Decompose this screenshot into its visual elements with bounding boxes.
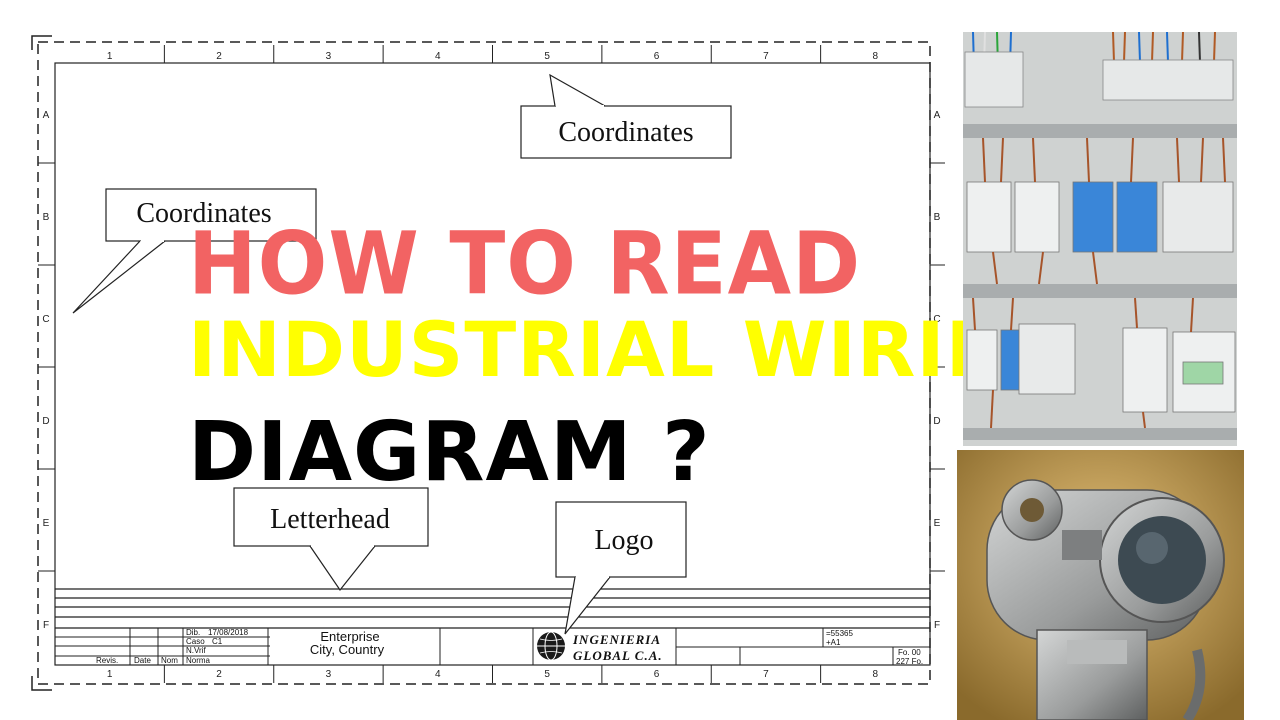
column-label-bottom: 4	[435, 669, 441, 680]
column-ticks-top: 1 2 3 4 5 6 7 8	[107, 45, 879, 63]
column-label-bottom: 6	[654, 669, 660, 680]
row-ticks-left: A B C D E F	[38, 110, 55, 631]
letterhead-lines	[55, 588, 930, 629]
callout-coordinates-top: Coordinates	[520, 73, 732, 159]
row-label-left: C	[42, 314, 49, 325]
column-ticks-bottom: 1 2 3 4 5 6 7 8	[107, 665, 879, 683]
row-label-right: C	[933, 314, 940, 325]
column-label-bottom: 8	[873, 669, 879, 680]
column-label-top: 8	[873, 51, 879, 62]
callout-logo: Logo	[555, 501, 687, 635]
col-revis: Revis.	[96, 656, 118, 665]
row-label-right: E	[934, 518, 941, 529]
callout-coordinates-left-label: Coordinates	[136, 198, 271, 229]
nvrif-label: N.Vrif	[186, 646, 206, 655]
title-block	[55, 628, 930, 665]
headline-line-2: INDUSTRIAL WIRING	[188, 305, 1074, 394]
column-label-top: 1	[107, 51, 113, 62]
callout-coordinates-top-label: Coordinates	[558, 117, 693, 148]
callout-logo-label: Logo	[594, 525, 653, 556]
column-label-bottom: 5	[544, 669, 550, 680]
row-label-right: B	[934, 212, 941, 223]
sheet-total: 227 Fo.	[896, 657, 923, 666]
transmitter-illustration	[957, 450, 1244, 720]
row-label-left: A	[43, 110, 50, 121]
col-norma: Norma	[186, 656, 211, 665]
headline-line-1: HOW TO READ	[188, 214, 862, 315]
dib-date: 17/08/2018	[208, 628, 249, 637]
corner-mark	[31, 676, 52, 691]
callout-letterhead: Letterhead	[233, 487, 429, 592]
row-ticks-right: A B C D E F	[930, 110, 945, 631]
caso-value: C1	[212, 637, 223, 646]
column-label-top: 7	[763, 51, 769, 62]
globe-logo-icon	[537, 631, 565, 661]
row-label-right: F	[934, 620, 940, 631]
row-label-left: D	[42, 416, 49, 427]
col-date: Date	[134, 656, 151, 665]
row-label-left: E	[43, 518, 50, 529]
col-nom: Nom	[161, 656, 178, 665]
column-label-top: 3	[326, 51, 332, 62]
callout-coordinates-left: Coordinates	[72, 188, 317, 314]
column-label-bottom: 1	[107, 669, 113, 680]
row-label-left: F	[43, 620, 49, 631]
column-label-top: 5	[544, 51, 550, 62]
column-label-bottom: 3	[326, 669, 332, 680]
caso-label: Caso	[186, 637, 205, 646]
callout-letterhead-label: Letterhead	[270, 504, 390, 535]
control-panel-photo	[963, 32, 1237, 446]
company-location: City, Country	[310, 642, 385, 657]
column-label-top: 4	[435, 51, 441, 62]
corner-mark	[31, 35, 52, 50]
column-label-top: 6	[654, 51, 660, 62]
sheet-number: Fo. 00	[898, 648, 921, 657]
company-name: Enterprise	[320, 629, 379, 644]
headline-line-3: DIAGRAM ?	[188, 405, 711, 500]
column-label-bottom: 7	[763, 669, 769, 680]
logo-text-line1: INGENIERIA	[572, 632, 661, 647]
dib-label: Dib.	[186, 628, 200, 637]
control-panel-illustration	[963, 32, 1237, 446]
row-label-left: B	[43, 212, 50, 223]
ref-number: =55365	[826, 629, 853, 638]
transmitter-photo	[957, 450, 1244, 720]
row-label-right: A	[934, 110, 941, 121]
column-label-top: 2	[216, 51, 222, 62]
row-label-right: D	[933, 416, 940, 427]
ref-location: +A1	[826, 638, 841, 647]
column-label-bottom: 2	[216, 669, 222, 680]
logo-text-line2: GLOBAL C.A.	[573, 648, 663, 663]
